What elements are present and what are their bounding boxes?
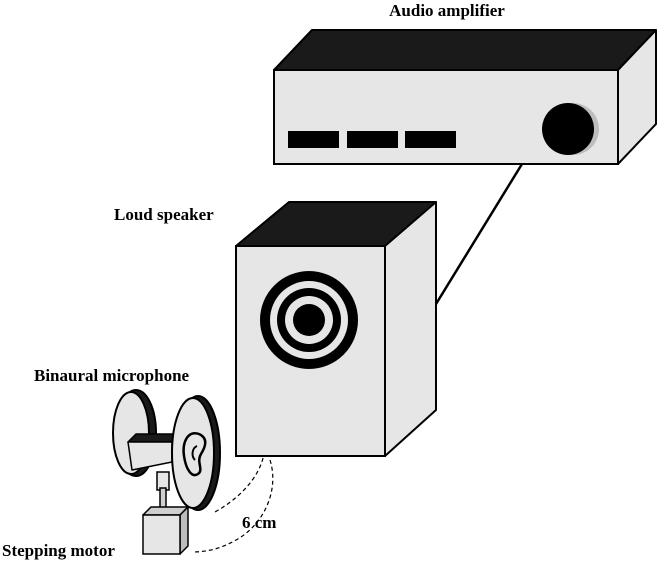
label-stepping-motor: Stepping motor (2, 541, 115, 560)
audio-amplifier (273, 29, 657, 165)
stepping-motor (142, 506, 189, 555)
amplifier-slot-1 (288, 131, 339, 148)
distance-line-upper (214, 457, 264, 513)
amplifier-slot-3 (405, 131, 456, 148)
label-binaural-microphone: Binaural microphone (34, 366, 190, 385)
amplifier-slot-2 (347, 131, 398, 148)
label-loud-speaker: Loud speaker (114, 205, 214, 224)
motor-front (142, 514, 181, 555)
label-distance: 6 cm (242, 513, 276, 532)
loud-speaker (235, 201, 437, 457)
amplifier-top (273, 29, 657, 71)
motor-side (179, 506, 189, 555)
binaural-microphone (112, 389, 221, 511)
label-audio-amplifier: Audio amplifier (389, 1, 505, 20)
speaker-ring-center (293, 304, 325, 336)
speaker-side (384, 201, 437, 457)
amplifier-cable (434, 163, 524, 305)
amplifier-knob (542, 103, 594, 155)
mic-ear-icon (182, 431, 207, 477)
distance-line-lower (191, 459, 274, 553)
mic-ear-inner (191, 445, 198, 461)
mic-head-block-front (127, 441, 173, 471)
